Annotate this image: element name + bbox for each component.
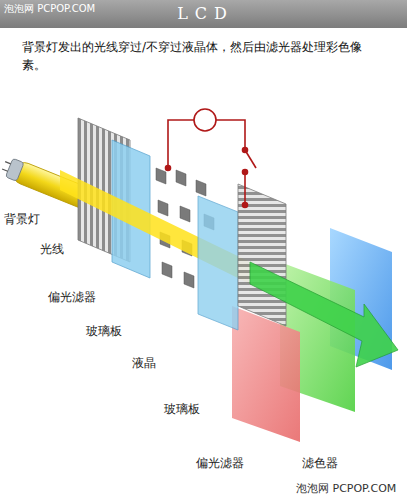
part-name: 偏光滤器 [196,456,244,472]
polarizer-back [238,184,286,326]
part-name: 偏光滤器 [48,290,96,306]
circuit [166,109,257,208]
part-name: 滤色器 [302,456,338,472]
description: 背景灯发出的光线穿过/不穿过液晶体，然后由滤光器处理彩色像素。 [22,38,384,74]
part-name: 液晶 [132,356,156,372]
part-name: 玻璃板 [164,402,200,418]
light-arrow [250,262,398,367]
watermark: 泡泡网 PCPOP.COM [296,482,396,496]
part-name: 背景灯 [4,212,40,228]
part-name: 光线 [40,242,64,258]
glass-plate [198,196,238,330]
watermark: 泡泡网 PCPOP.COM [4,2,95,15]
red-filter [232,306,300,442]
part-name: 玻璃板 [86,324,122,340]
